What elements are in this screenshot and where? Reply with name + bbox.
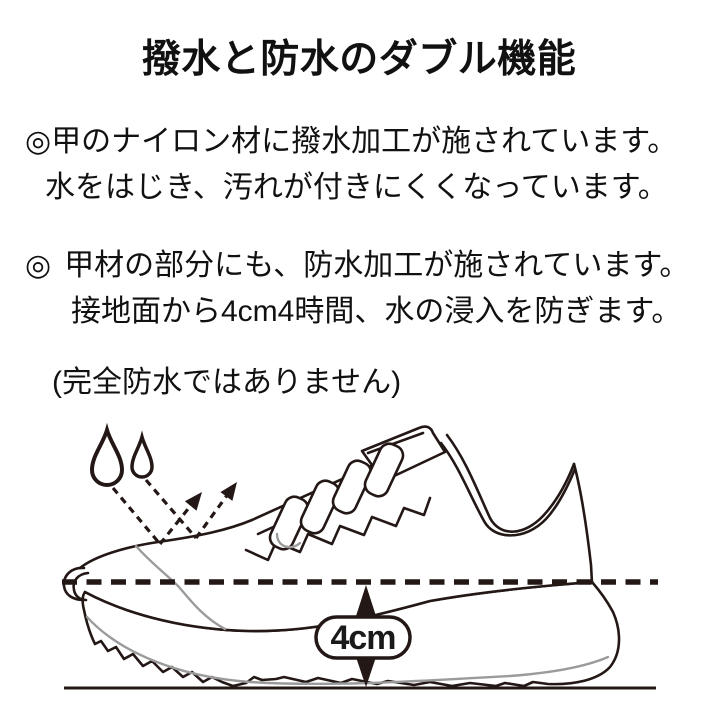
shoe-midsole-gray-stripe: [85, 615, 610, 686]
shoe-tongue-inner-line: [366, 431, 425, 455]
repel-arrowhead-icon: [220, 482, 237, 501]
bullseye-bullet-icon: ◎: [25, 125, 52, 158]
shoe-illustration: 4cm: [0, 420, 718, 718]
bullet-1-text-2: 水をはじき、汚れが付きにくくなっています。: [45, 171, 668, 204]
bullseye-bullet-icon: ◎: [25, 249, 52, 282]
repel-dashed-trajectory: [144, 478, 198, 540]
water-droplet-small-icon: [130, 430, 154, 479]
water-repel-group: [89, 422, 237, 546]
shoe-collar-inner-line: [439, 441, 577, 537]
height-measure: 4cm: [314, 585, 412, 687]
feature-bullet-1: ◎甲のナイロン材に撥水加工が施されています。 水をはじき、汚れが付きにくくなって…: [25, 119, 677, 211]
repel-arrowhead-icon: [184, 492, 202, 511]
shoe-toe-cap-seam: [134, 544, 227, 631]
measure-label-pill: [314, 615, 412, 660]
measure-arrowhead-up-icon: [356, 585, 376, 616]
shoe-lace-loop: [299, 479, 341, 535]
shoe-lace-loop: [268, 495, 310, 551]
page-title: 撥水と防水のダブル機能: [141, 38, 577, 81]
shoe-toe-rand: [62, 566, 90, 602]
shoe-lace-loop: [331, 459, 373, 515]
repel-dashed-trajectory: [111, 486, 162, 546]
disclaimer-note: (完全防水ではありません): [52, 366, 402, 399]
bullet-1-text-1: 甲のナイロン材に撥水加工が施されています。: [51, 125, 678, 158]
shoe-vamp-top-line: [78, 518, 254, 570]
feature-bullet-2: ◎ 甲材の部分にも、防水加工が施されています。 接地面から4cm4時間、水の浸入を…: [25, 243, 689, 335]
repel-dashed-trajectory: [194, 493, 230, 539]
bullet-2-text-2: 接地面から4cm4時間、水の浸入を防ぎます。: [71, 295, 682, 328]
sneaker-diagram-svg: 4cm: [62, 422, 658, 690]
bullet-1-line-1: ◎甲のナイロン材に撥水加工が施されています。: [25, 125, 677, 158]
shoe-lace-loop: [363, 442, 405, 498]
repel-dashed-trajectory: [158, 503, 194, 545]
shoe-loop-gray-detail: [275, 532, 302, 549]
bullet-2-text-1: 甲材の部分にも、防水加工が施されています。: [64, 249, 690, 282]
bullet-2-line-1: ◎ 甲材の部分にも、防水加工が施されています。: [25, 249, 689, 282]
shoe-heel-back-line: [572, 462, 594, 585]
measure-arrowhead-down-icon: [356, 657, 376, 687]
measure-label: 4cm: [330, 619, 395, 657]
water-droplet-large-icon: [89, 422, 125, 487]
shoe-collar-outer-line: [445, 433, 576, 533]
